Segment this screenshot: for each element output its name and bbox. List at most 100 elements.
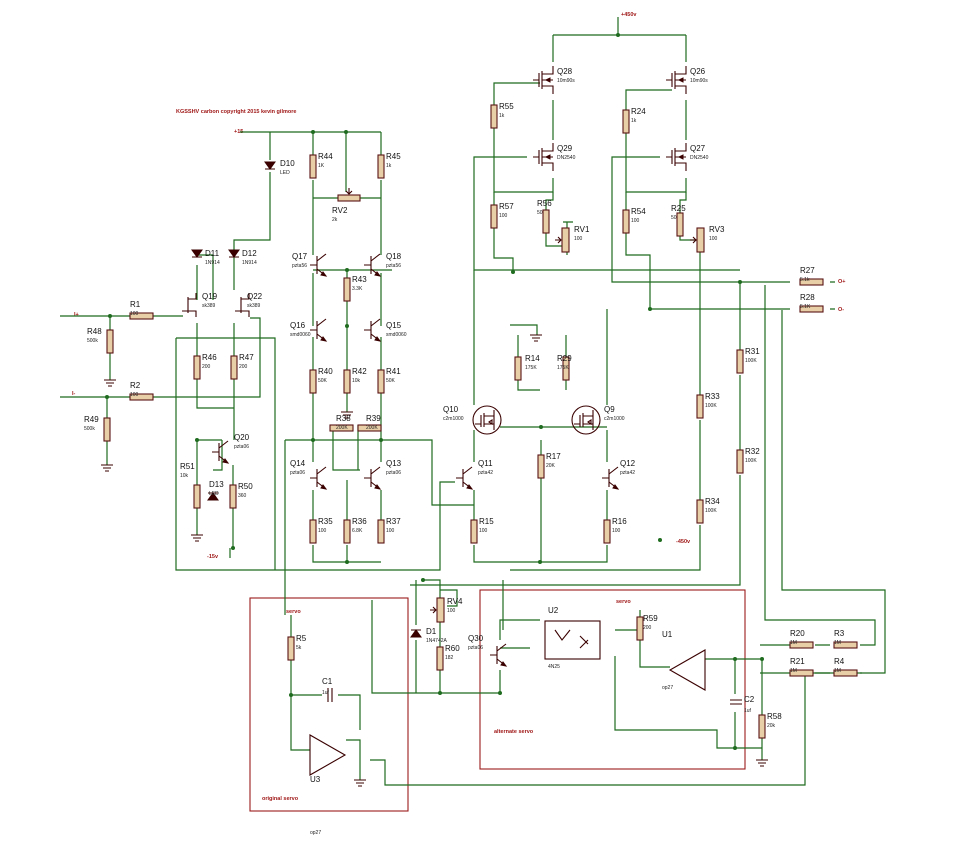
transistor-value-label: 10m90s <box>690 78 708 84</box>
resistor-ref-label: R42 <box>352 367 367 376</box>
rail-p450: +450v <box>621 12 637 18</box>
resistor-ref-label: R27 <box>800 266 815 275</box>
resistor-ref-label: R46 <box>202 353 217 362</box>
resistor-value-label: 500k <box>87 338 98 344</box>
resistor-value-label: 100 <box>318 528 327 534</box>
resistor-ref-label: R55 <box>499 102 514 111</box>
diode-value-label: 1N914 <box>205 260 220 266</box>
resistor-ref-label: R60 <box>445 644 460 653</box>
resistor-ref-label: R58 <box>767 712 782 721</box>
resistor-value-label: 175K <box>557 365 569 371</box>
resistor-ref-label: R36 <box>352 517 367 526</box>
resistor-ref-label: R3 <box>834 629 845 638</box>
resistor-ref-label: R50 <box>238 482 253 491</box>
resistor-value-label: 100K <box>705 403 717 409</box>
alternate-servo-box <box>479 589 746 770</box>
pot-ref-label: RV3 <box>709 225 725 234</box>
transistor-ref-label: Q30 <box>468 634 484 643</box>
pot-value-label: 100 <box>447 608 456 614</box>
transistor-value-label: c2m1000 <box>604 416 625 422</box>
resistor-value-label: 100 <box>499 213 508 219</box>
resistor-ref-label: R56 <box>537 199 552 208</box>
resistor-value-label: 100K <box>745 358 757 364</box>
resistor-ref-label: R5 <box>296 634 307 643</box>
pot-value-label: 100 <box>709 236 718 242</box>
resistor-ref-label: R54 <box>631 207 646 216</box>
diode-ref-label: D13 <box>209 480 224 489</box>
transistor-value-label: 10m90s <box>557 78 575 84</box>
resistor-r48: R48 500k <box>87 327 114 354</box>
resistor-value-label: 500k <box>84 426 95 432</box>
resistor-ref-label: R38 <box>336 414 351 423</box>
resistor-ref-label: R44 <box>318 152 333 161</box>
resistor-ref-label: R45 <box>386 152 401 161</box>
resistor-value-label: 1M <box>834 640 841 646</box>
resistor-ref-label: R51 <box>180 462 195 471</box>
transistor-value-label: sk389 <box>247 303 261 309</box>
diode-ref-label: D10 <box>280 159 295 168</box>
resistor-value-label: 1M <box>790 668 797 674</box>
resistor-value-label: 6.8K <box>352 528 363 534</box>
resistor-ref-label: R48 <box>87 327 102 336</box>
transistor-value-label: pzta06 <box>290 470 305 476</box>
resistor-value-label: 50 <box>537 210 543 216</box>
diode-value-label: LED <box>280 170 290 176</box>
original-servo-label: original servo <box>262 796 299 802</box>
schematic-title: KGSSHV carbon copyright 2015 kevin gilmo… <box>176 109 296 115</box>
resistor-ref-label: R29 <box>557 354 572 363</box>
diode-value-label: 1N4742A <box>426 638 448 644</box>
resistor-value-label: 10k <box>352 378 361 384</box>
resistor-ref-label: R2 <box>130 381 141 390</box>
resistor-ref-label: R40 <box>318 367 333 376</box>
opamp-ref-label: U3 <box>310 775 321 784</box>
resistor-value-label: 100 <box>479 528 488 534</box>
resistor-value-label: 50K <box>318 378 328 384</box>
resistor-value-label: 200 <box>643 625 652 631</box>
optocoupler-value-label: 4N25 <box>548 664 560 670</box>
transistor-value-label: pzta06 <box>386 470 401 476</box>
transistor-value-label: c2m1000 <box>443 416 464 422</box>
resistor-value-label: 1k <box>631 118 637 124</box>
resistor-ref-label: R32 <box>745 447 760 456</box>
input-minus-label: I- <box>72 391 76 397</box>
resistor-ref-label: R57 <box>499 202 514 211</box>
rail-p15: +15 <box>234 129 243 135</box>
transistor-value-label: pzta42 <box>620 470 635 476</box>
transistor-ref-label: Q11 <box>478 459 493 468</box>
resistor-ref-label: R43 <box>352 275 367 284</box>
resistor-value-label: 10k <box>180 473 189 479</box>
resistor-value-label: 20k <box>767 723 776 729</box>
